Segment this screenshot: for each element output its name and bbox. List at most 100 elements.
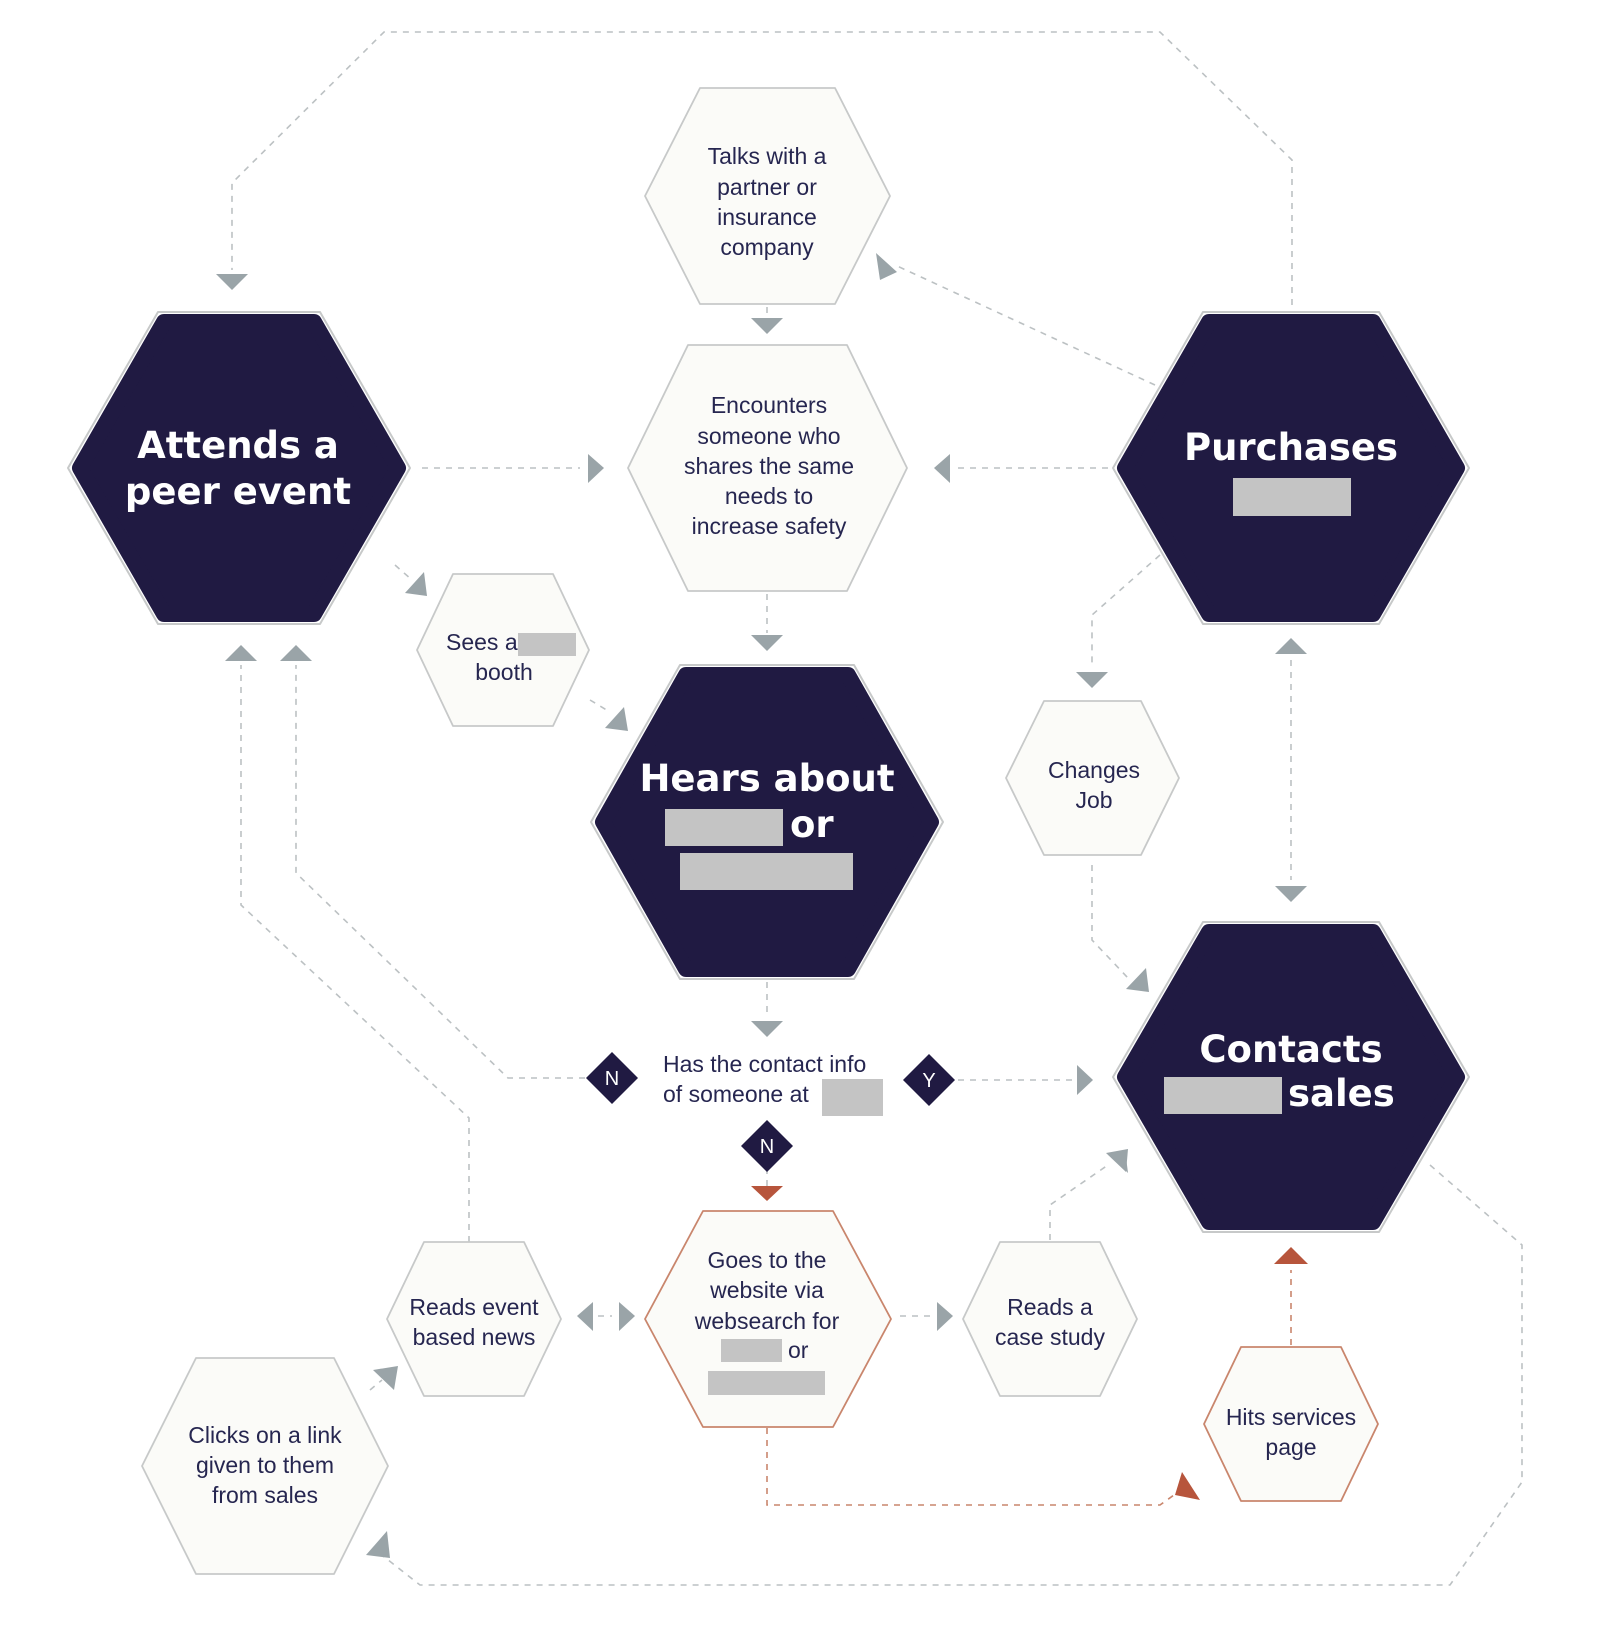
arrow-left-icon: [577, 1302, 593, 1331]
redacted-text: [1233, 478, 1351, 516]
node-title: Attends a: [137, 424, 339, 467]
node-title: sales: [1288, 1072, 1395, 1115]
arrow-down-icon: [751, 1021, 783, 1037]
node-label: insurance: [717, 204, 817, 230]
node-clicks-link[interactable]: Clicks on a link given to them from sale…: [141, 1357, 389, 1575]
redacted-text: [721, 1339, 782, 1362]
node-label: shares the same: [684, 453, 854, 479]
redacted-text: [518, 633, 576, 656]
node-title: peer event: [125, 470, 351, 513]
arrow-down-icon: [751, 1186, 783, 1201]
decision-no-label: N: [605, 1068, 619, 1090]
node-label: Changes: [1048, 757, 1140, 783]
arrow-up-left-icon: [876, 253, 897, 280]
node-label: partner or: [717, 174, 817, 200]
node-label: websearch for: [694, 1308, 840, 1334]
arrow-up-icon: [1275, 638, 1307, 654]
connector-purchases-to-changes: [1091, 554, 1161, 663]
arrow-down-right-icon: [605, 707, 628, 731]
connector-top-loop: [231, 31, 1293, 305]
redacted-text: [665, 809, 783, 846]
arrow-down-right-icon: [1175, 1472, 1200, 1500]
connector-news-to-attends: [240, 665, 470, 1242]
node-changes-job[interactable]: Changes Job: [1005, 700, 1180, 856]
arrow-up-icon: [280, 645, 312, 661]
arrow-down-icon: [1076, 672, 1108, 688]
decision-no-left[interactable]: N: [586, 1052, 638, 1104]
redacted-text: [708, 1371, 825, 1395]
node-hits-services[interactable]: Hits services page: [1203, 1346, 1379, 1502]
arrow-down-icon: [216, 274, 248, 290]
node-title: Purchases: [1184, 426, 1398, 469]
arrow-right-icon: [937, 1302, 953, 1331]
node-label: Goes to the: [708, 1247, 827, 1273]
arrow-up-icon: [1274, 1247, 1308, 1264]
node-label: based news: [413, 1324, 536, 1350]
connector-goes-to-services: [766, 1428, 1189, 1506]
node-label: Sees a: [446, 629, 518, 655]
connector-attends-to-sees: [394, 564, 413, 581]
connector-bottom-loop: [377, 1164, 1523, 1586]
arrow-up-left-icon: [366, 1531, 390, 1558]
decision-has-contact-info[interactable]: Has the contact info of someone at: [663, 1051, 883, 1116]
node-contacts-sales[interactable]: Contacts sales: [1112, 921, 1470, 1233]
connectors: [231, 31, 1523, 1586]
node-label: booth: [475, 659, 533, 685]
arrow-up-right-icon: [1106, 1149, 1128, 1172]
node-label: Talks with a: [708, 143, 827, 169]
node-reads-case-study[interactable]: Reads a case study: [962, 1241, 1138, 1397]
arrow-right-icon: [1077, 1065, 1093, 1095]
node-label: Hits services: [1226, 1404, 1356, 1430]
arrowheads: [216, 253, 1307, 1558]
decision-no-label: N: [760, 1136, 774, 1158]
node-label: page: [1265, 1434, 1316, 1460]
node-talks-with-partner[interactable]: Talks with a partner or insurance compan…: [644, 87, 891, 305]
arrow-left-icon: [934, 454, 950, 483]
accent-connectors: [766, 1270, 1292, 1506]
node-label: given to them: [196, 1452, 334, 1478]
accent-arrowheads: [751, 1186, 1308, 1500]
connector-no-left: [295, 665, 585, 1079]
node-label: increase safety: [692, 513, 847, 539]
node-label: from sales: [212, 1482, 318, 1508]
node-attends-peer-event[interactable]: Attends a peer event: [67, 311, 411, 625]
node-title: Contacts: [1199, 1028, 1382, 1071]
decision-no-down[interactable]: N: [741, 1120, 793, 1172]
node-hears-about[interactable]: Hears about or: [590, 664, 944, 980]
node-title: or: [790, 803, 834, 846]
connector-changes-to-contacts: [1091, 865, 1129, 979]
decision-yes-label: Y: [922, 1070, 935, 1092]
node-label: Job: [1075, 787, 1112, 813]
decision-label: Has the contact info: [663, 1051, 866, 1077]
node-encounters-someone[interactable]: Encounters someone who shares the same n…: [627, 344, 908, 592]
connector-sees-to-hears: [589, 699, 611, 713]
redacted-text: [1164, 1077, 1282, 1114]
node-label: company: [720, 234, 814, 260]
node-sees-booth[interactable]: Sees a booth: [416, 573, 590, 727]
node-label: or: [788, 1337, 809, 1363]
arrow-down-right-icon: [1126, 968, 1149, 992]
arrow-down-icon: [1275, 886, 1307, 902]
node-label: Clicks on a link: [188, 1422, 342, 1448]
node-goes-to-website[interactable]: Goes to the website via websearch for or: [644, 1210, 892, 1428]
arrow-up-right-icon: [373, 1366, 398, 1390]
node-reads-event-news[interactable]: Reads event based news: [386, 1241, 562, 1397]
arrow-right-icon: [619, 1302, 635, 1331]
arrow-down-icon: [751, 635, 783, 651]
arrow-down-icon: [751, 318, 783, 334]
node-label: someone who: [697, 423, 840, 449]
node-label: Reads a: [1007, 1294, 1093, 1320]
node-purchases[interactable]: Purchases: [1112, 311, 1470, 625]
node-label: Encounters: [711, 392, 827, 418]
redacted-text: [822, 1079, 883, 1116]
decision-label: of someone at: [663, 1081, 809, 1107]
node-label: Reads event: [409, 1294, 539, 1320]
decision-yes-right[interactable]: Y: [903, 1054, 955, 1106]
arrow-up-icon: [225, 645, 257, 661]
arrow-down-right-icon: [405, 572, 427, 596]
node-label: needs to: [725, 483, 813, 509]
node-label: website via: [709, 1277, 824, 1303]
redacted-text: [680, 853, 853, 890]
node-label: case study: [995, 1324, 1105, 1350]
